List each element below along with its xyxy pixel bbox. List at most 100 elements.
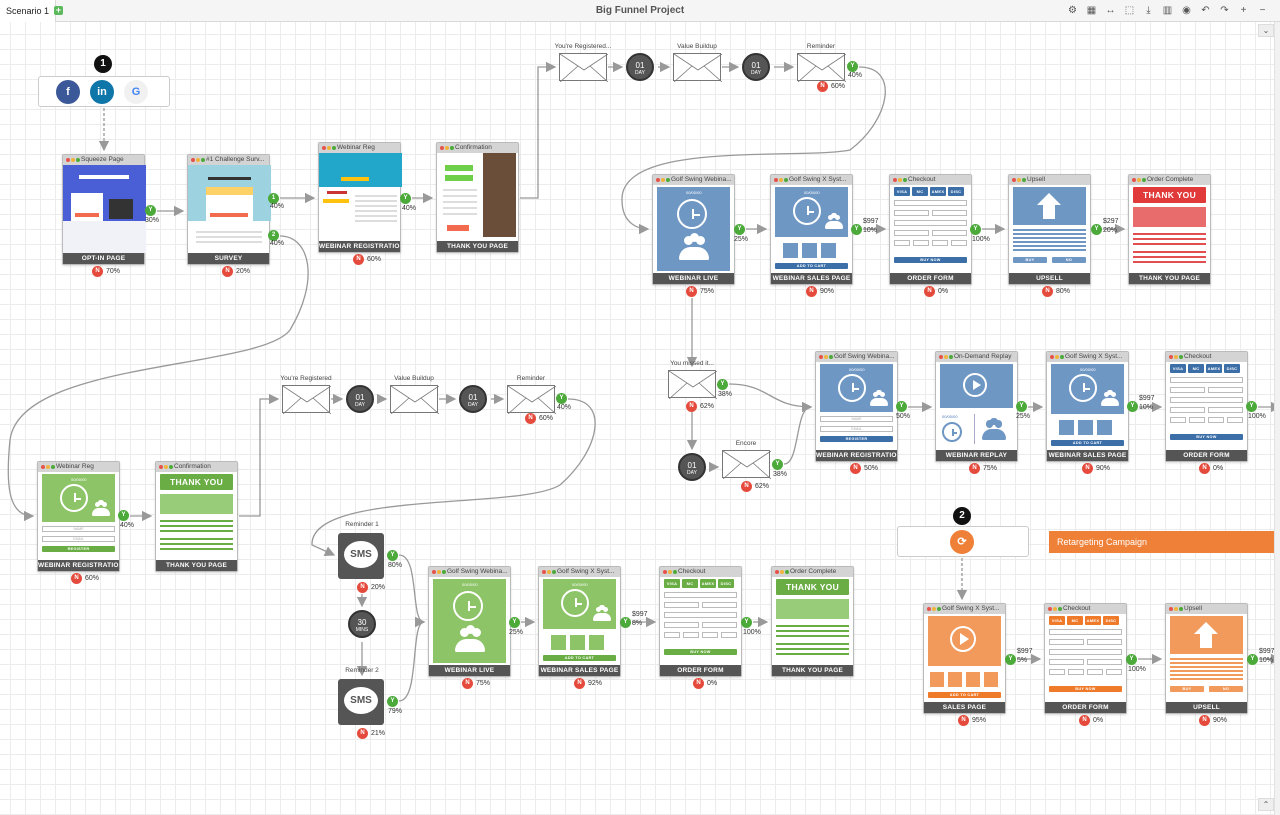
no-branch-icon[interactable]: N — [969, 463, 980, 474]
yes-branch-icon[interactable]: Y — [145, 205, 156, 216]
redo-icon[interactable]: ↷ — [1220, 5, 1229, 16]
no-branch-icon[interactable]: N — [806, 286, 817, 297]
vertical-scrollbar[interactable] — [1274, 22, 1280, 815]
columns-icon[interactable]: ▥ — [1162, 5, 1173, 16]
email-value-buildup[interactable] — [673, 53, 723, 83]
yes-branch-icon[interactable]: Y — [1247, 654, 1258, 665]
yes-branch-icon[interactable]: Y — [772, 459, 783, 470]
no-branch-icon[interactable]: N — [525, 413, 536, 424]
yes-branch-icon[interactable]: Y — [717, 379, 728, 390]
select-icon[interactable]: ⬚ — [1124, 5, 1135, 16]
no-branch-icon[interactable]: N — [1042, 286, 1053, 297]
email-encore[interactable] — [722, 450, 772, 480]
sms-reminder-1[interactable]: SMS — [338, 533, 384, 579]
option-1-badge[interactable]: 1 — [268, 193, 279, 204]
no-branch-icon[interactable]: N — [850, 463, 861, 474]
no-branch-icon[interactable]: N — [686, 286, 697, 297]
yes-branch-icon[interactable]: Y — [1091, 224, 1102, 235]
no-branch-icon[interactable]: N — [71, 573, 82, 584]
no-branch-icon[interactable]: N — [1079, 715, 1090, 726]
yes-branch-icon[interactable]: Y — [741, 617, 752, 628]
no-branch-icon[interactable]: N — [924, 286, 935, 297]
yes-branch-icon[interactable]: Y — [387, 696, 398, 707]
yes-branch-icon[interactable]: Y — [734, 224, 745, 235]
no-branch-icon[interactable]: N — [574, 678, 585, 689]
yes-branch-icon[interactable]: Y — [970, 224, 981, 235]
yes-branch-icon[interactable]: Y — [118, 510, 129, 521]
no-branch-icon[interactable]: N — [1199, 715, 1210, 726]
expand-button[interactable]: ⌃ — [1258, 798, 1274, 811]
yes-branch-icon[interactable]: Y — [1005, 654, 1016, 665]
add-tab-button[interactable]: + — [54, 5, 63, 15]
yes-branch-icon[interactable]: Y — [847, 61, 858, 72]
email-value-buildup-2[interactable] — [390, 385, 440, 415]
no-branch-icon[interactable]: N — [1082, 463, 1093, 474]
linkedin-icon[interactable]: in — [90, 80, 114, 104]
yes-branch-icon[interactable]: Y — [556, 393, 567, 404]
no-branch-icon[interactable]: N — [1199, 463, 1210, 474]
facebook-icon[interactable]: f — [56, 80, 80, 104]
email-reminder[interactable] — [797, 53, 847, 83]
yes-branch-icon[interactable]: Y — [1016, 401, 1027, 412]
sms-reminder-2[interactable]: SMS — [338, 679, 384, 725]
no-branch-icon[interactable]: N — [686, 401, 697, 412]
undo-icon[interactable]: ↶ — [1201, 5, 1210, 16]
email-youre-registered-2[interactable] — [282, 385, 332, 415]
yes-branch-icon[interactable]: Y — [400, 193, 411, 204]
fit-width-icon[interactable]: ↔ — [1105, 5, 1116, 16]
yes-branch-icon[interactable]: Y — [1126, 654, 1137, 665]
yes-branch-icon[interactable]: Y — [387, 550, 398, 561]
yes-branch-icon[interactable]: Y — [509, 617, 520, 628]
yes-branch-icon[interactable]: Y — [1246, 401, 1257, 412]
no-branch-icon[interactable]: N — [92, 266, 103, 277]
no-branch-icon[interactable]: N — [222, 266, 233, 277]
no-branch-icon[interactable]: N — [462, 678, 473, 689]
gear-icon[interactable]: ⚙ — [1068, 5, 1077, 16]
option-2-badge[interactable]: 2 — [268, 230, 279, 241]
email-you-missed-it[interactable] — [668, 370, 718, 400]
yes-branch-icon[interactable]: Y — [851, 224, 862, 235]
no-branch-icon[interactable]: N — [741, 481, 752, 492]
no-branch-icon[interactable]: N — [693, 678, 704, 689]
yes-branch-icon[interactable]: Y — [1127, 401, 1138, 412]
yes-branch-icon[interactable]: Y — [896, 401, 907, 412]
no-branch-icon[interactable]: N — [357, 728, 368, 739]
email-youre-registered[interactable] — [559, 53, 609, 83]
no-branch-icon[interactable]: N — [353, 254, 364, 265]
retargeting-campaign-banner[interactable]: Retargeting Campaign — [1049, 531, 1274, 553]
yes-branch-icon[interactable]: Y — [620, 617, 631, 628]
calculator-icon[interactable]: ▦ — [1086, 5, 1097, 16]
no-branch-icon[interactable]: N — [357, 582, 368, 593]
no-branch-icon[interactable]: N — [817, 81, 828, 92]
zoom-in-icon[interactable]: + — [1240, 5, 1247, 16]
google-icon[interactable]: G — [124, 80, 148, 104]
zoom-out-icon[interactable]: − — [1259, 5, 1266, 16]
